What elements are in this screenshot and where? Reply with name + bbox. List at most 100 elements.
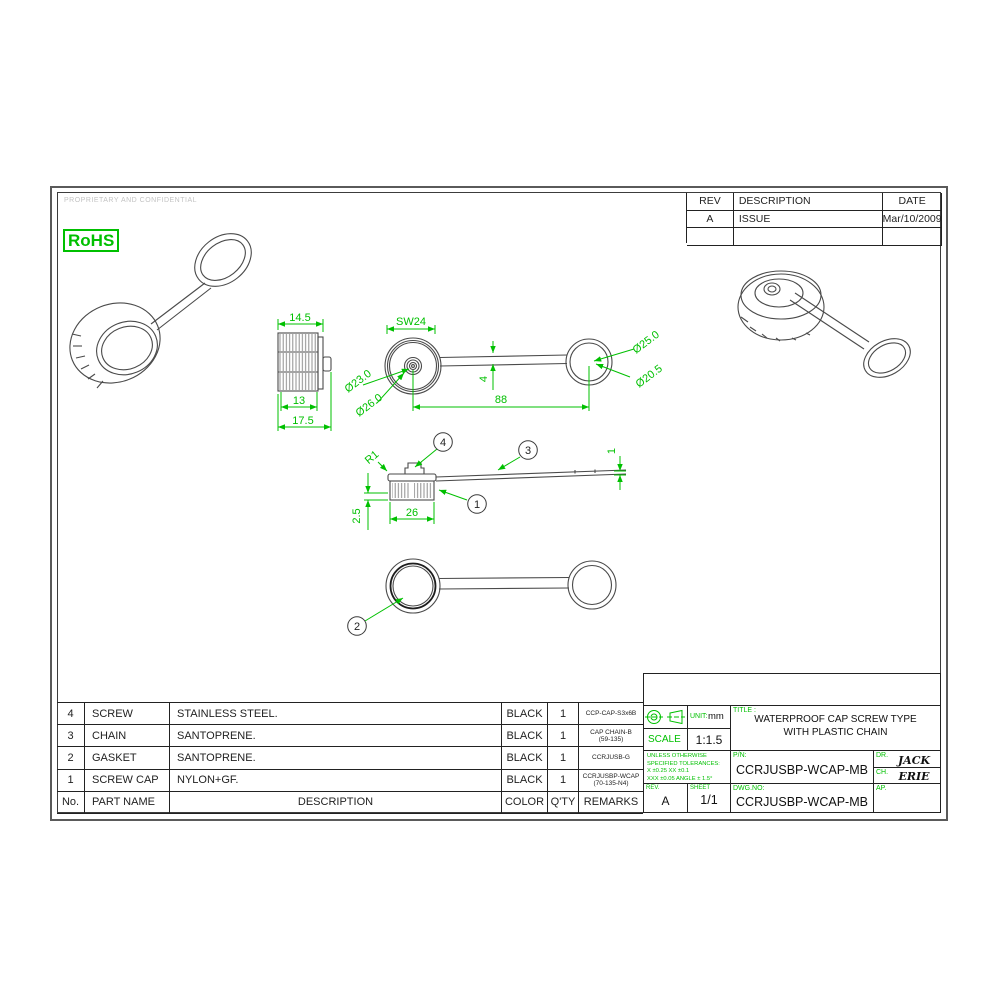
tolerance-line-3: X ±0.25 XX ±0.1 [647,768,690,775]
ap-label: AP. [876,785,887,792]
balloon-2: 2 [354,621,360,633]
scale-value: 1:1.5 [695,733,723,747]
part-qty: 1 [548,703,579,726]
top-view-dimensions [362,325,635,411]
unit-cell: UNIT: mm [687,705,731,729]
part-remarks: CAP CHAIN-B(59-135) [579,725,643,748]
revision-table: REV DESCRIPTION DATE A ISSUE Mar/10/2009 [686,193,942,246]
rev-description: ISSUE [734,210,884,227]
drawing-title-line2: WITH PLASTIC CHAIN [783,727,888,738]
balloon-3: 3 [525,445,531,457]
projection-symbol-cell [643,705,688,729]
part-color: BLACK [502,769,548,792]
balloons: 4 3 1 [433,432,538,514]
tolerances-cell: UNLESS OTHERWISE SPECIFIED TOLERANCES: X… [643,750,731,784]
part-no: 2 [57,747,85,770]
header-color: COLOR [502,791,548,814]
revision-header-row: REV DESCRIPTION DATE [687,193,942,211]
dim-1: 1 [606,448,618,454]
dim-d26: Ø26.0 [354,392,385,420]
part-desc: SANTOPRENE. [170,725,502,748]
revision-row: A ISSUE Mar/10/2009 [687,210,942,228]
part-no: 3 [57,725,85,748]
dim-13: 13 [293,395,305,407]
part-no: 4 [57,703,85,726]
header-no: No. [57,791,85,814]
part-name: SCREW [85,703,170,726]
section-dimensions [364,448,626,530]
part-name: CHAIN [85,725,170,748]
dim-26: 26 [406,507,418,519]
third-angle-projection-icon [645,709,685,725]
approved-by-cell: AP. [873,783,941,813]
rev-cell: REV. A [643,783,688,813]
title-cell: TITLE : WATERPROOF CAP SCREW TYPE WITH P… [730,705,941,751]
section-view: R1 26 2.5 1 4 3 1 [351,432,627,530]
header-part-name: PART NAME [85,791,170,814]
part-remarks: CCRJUSBP-WCAP(70-135-N4) [579,770,643,792]
header-description: DESCRIPTION [170,791,502,814]
sheet-inner-border [57,192,941,813]
knurl-texture [279,334,317,351]
unit-value: mm [708,711,724,722]
part-name: SCREW CAP [85,769,170,792]
part-name: GASKET [85,747,170,770]
balloon-4: 4 [440,437,446,449]
dr-value: JACK [897,754,931,767]
dwg-value: CCRJUSBP-WCAP-MB [736,795,868,809]
rev-date: Mar/10/2009 [883,210,942,227]
scale-label-cell: SCALE [643,728,688,751]
dwg-no-cell: DWG.NO: CCRJUSBP-WCAP-MB [730,783,874,813]
part-remarks: CCRJUSB-G [579,747,643,770]
title-block: UNIT: mm SCALE 1:1.5 TITLE : WATERPROOF … [643,673,941,813]
dim-sw24: SW24 [396,316,426,328]
part-desc: SANTOPRENE. [170,747,502,770]
balloon-1: 1 [474,499,480,511]
scale-label: SCALE [648,734,681,745]
iso-view-left [69,233,252,389]
tolerance-line-1: UNLESS OTHERWISE [647,753,707,759]
dim-d20-5: Ø20.5 [634,363,665,391]
header-remarks: REMARKS [579,792,643,814]
top-view: SW24 Ø23.0 Ø26.0 Ø25.0 Ø20.5 88 4 [343,316,665,419]
drawing-title-line1: WATERPROOF CAP SCREW TYPE [754,714,917,725]
part-qty: 1 [548,725,579,748]
part-desc: STAINLESS STEEL. [170,703,502,726]
dim-d23: Ø23.0 [343,368,374,396]
dwg-label: DWG.NO: [733,785,765,792]
drawing-views: 14.5 13 17.5 SW24 Ø23.0 Ø26.0 Ø25.0 Ø [69,233,911,636]
tolerance-line-4: XXX ±0.05 ANGLE ± 1.5° [647,775,713,782]
rev-col-header: REV [687,193,734,210]
sheet-cell: SHEET 1/1 [687,783,731,813]
profile-dimensions [277,319,332,431]
date-col-header: DATE [883,193,942,210]
sheet-label: SHEET [690,785,711,791]
rohs-badge: RoHS [63,229,120,252]
description-col-header: DESCRIPTION [734,193,884,210]
ch-value: ERIE [898,770,930,783]
rev-label: REV. [646,785,660,791]
sheet-outer-border [50,186,948,821]
rev-value: A [661,794,670,808]
part-color: BLACK [502,725,548,748]
part-qty: 1 [548,747,579,770]
part-qty: 1 [548,769,579,792]
rev-value: A [687,210,734,227]
ch-label: CH. [876,769,889,776]
sheet-value: 1/1 [700,793,718,807]
dr-label: DR. [876,752,889,759]
revision-empty-row [687,228,942,246]
part-number-cell: P/N: CCRJUSBP-WCAP-MB [730,750,874,784]
title-block-empty-row [643,673,941,706]
title-label: TITLE : [733,707,756,714]
header-qty: Q'TY [548,791,579,814]
proprietary-note: PROPRIETARY AND CONFIDENTIAL [64,197,198,204]
dim-d25: Ø25.0 [631,329,662,357]
bottom-view: 2 [347,558,617,636]
scale-value-cell: 1:1.5 [687,728,731,751]
dim-88: 88 [495,394,507,406]
parts-table: 4 SCREW STAINLESS STEEL. BLACK 1 CCP-CAP… [57,702,643,814]
part-remarks: CCP-CAP-S3x6B [579,703,643,726]
dim-2-5: 2.5 [351,508,363,523]
drawn-by-cell: DR. JACK [873,750,941,768]
